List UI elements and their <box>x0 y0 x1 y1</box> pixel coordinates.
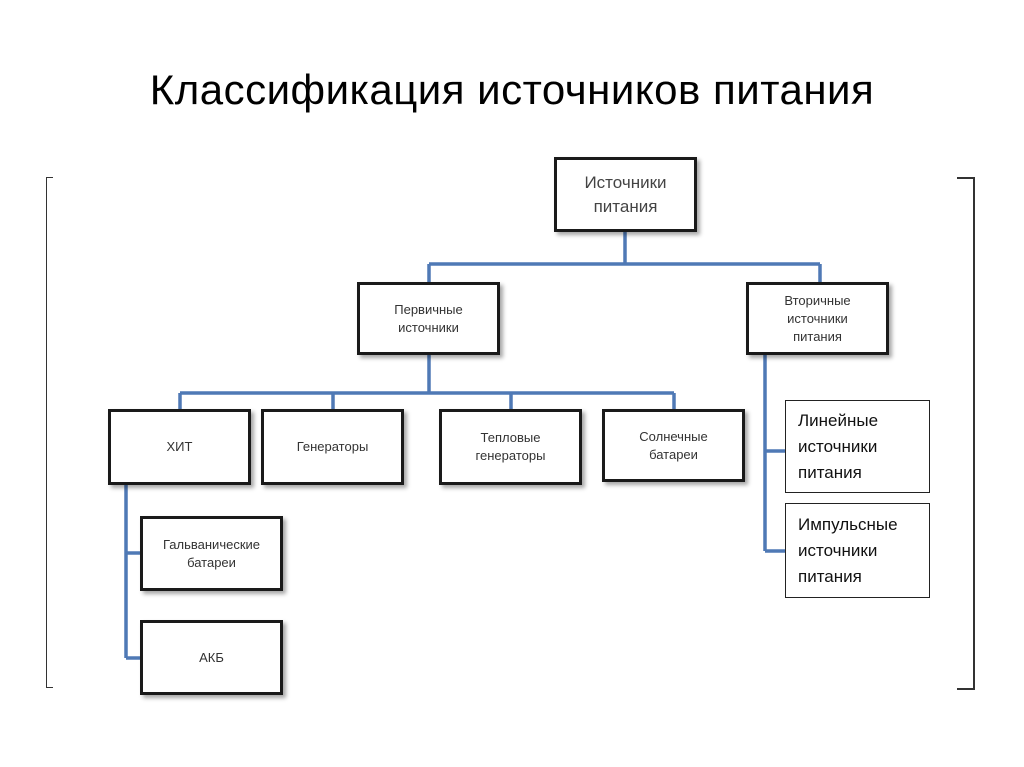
slide-title: Классификация источников питания <box>149 66 875 113</box>
node-akb-label: АКБ <box>199 649 224 665</box>
node-hit: ХИТ <box>108 409 251 485</box>
node-solar-batteries-label: Солнечные батареи <box>639 428 708 462</box>
node-secondary-sources: Вторичные источники питания <box>746 282 889 355</box>
node-solar-batteries: Солнечные батареи <box>602 409 745 482</box>
node-generators-label: Генераторы <box>296 439 369 454</box>
node-linear-sources: Линейные источники питания <box>785 400 930 493</box>
right-bracket <box>957 177 975 690</box>
node-thermal-generators-label: Тепловые генераторы <box>475 430 546 463</box>
node-galvanic-batteries-label: Гальванические батареи <box>162 536 260 570</box>
node-secondary-sources-label: Вторичные источники питания <box>784 292 851 344</box>
node-thermal-generators: Тепловые генераторы <box>439 409 582 485</box>
node-hit-label: ХИТ <box>166 439 193 454</box>
node-linear-sources-label: Линейные источники питания <box>798 410 879 482</box>
node-primary-sources: Первичные источники <box>357 282 500 355</box>
node-power-sources-label: Источники питания <box>584 172 667 216</box>
node-akb: АКБ <box>140 620 283 695</box>
node-power-sources: Источники питания <box>554 157 697 232</box>
node-pulse-sources-label: Импульсные источники питания <box>798 514 898 586</box>
node-generators: Генераторы <box>261 409 404 485</box>
left-bracket <box>46 177 53 688</box>
node-pulse-sources: Импульсные источники питания <box>785 503 930 598</box>
node-galvanic-batteries: Гальванические батареи <box>140 516 283 591</box>
node-primary-sources-label: Первичные источники <box>394 301 463 335</box>
